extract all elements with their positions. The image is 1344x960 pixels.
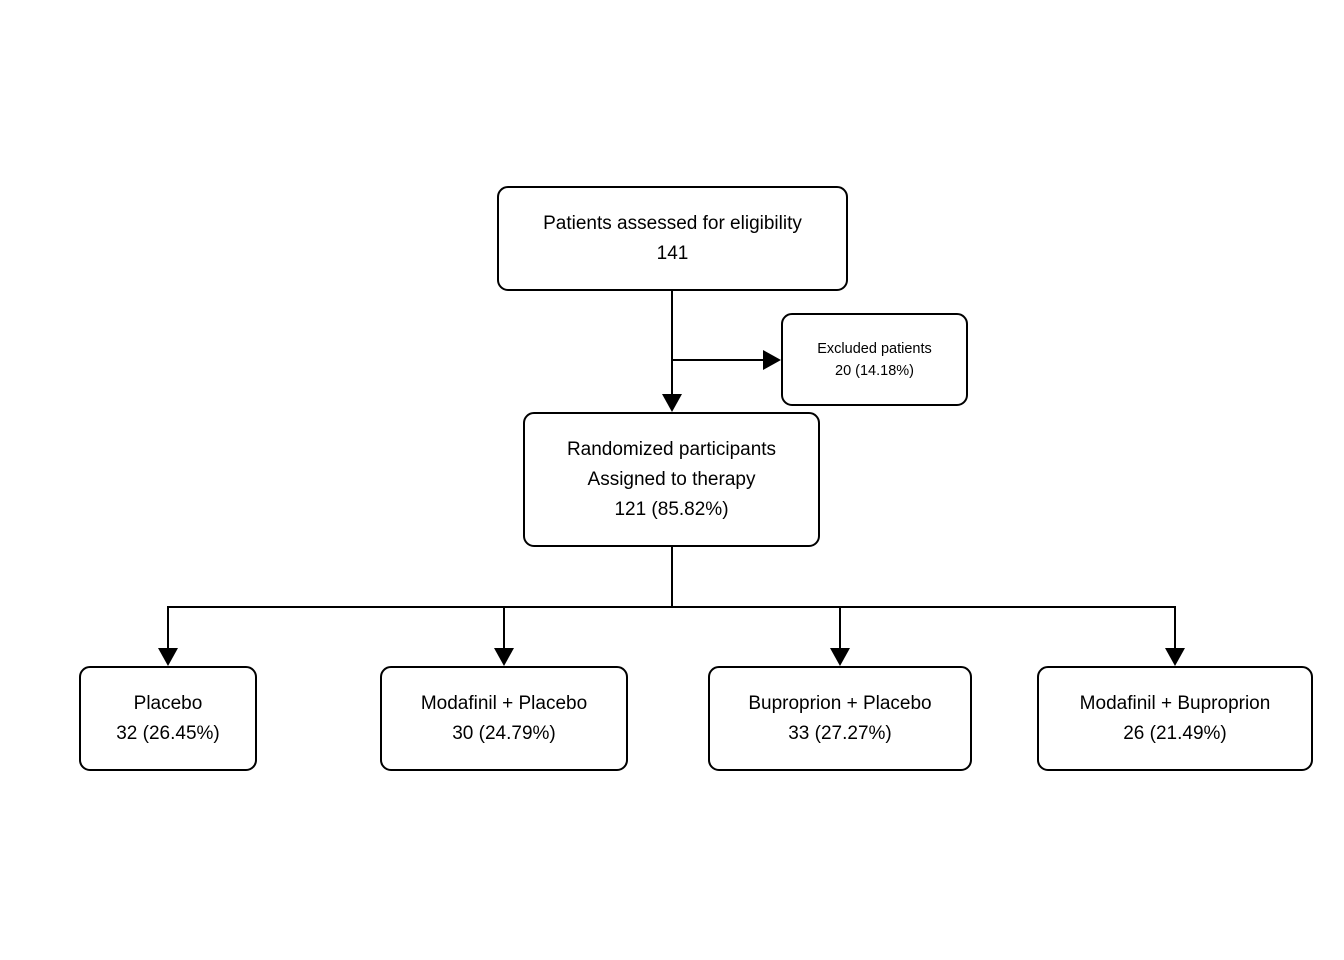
node-excluded-patients: Excluded patients 20 (14.18%): [781, 313, 968, 406]
node-patients-assessed: Patients assessed for eligibility 141: [497, 186, 848, 291]
node-label: Patients assessed for eligibility: [543, 212, 802, 234]
node-arm-placebo: Placebo 32 (26.45%): [79, 666, 257, 771]
node-count: 26 (21.49%): [1123, 722, 1227, 744]
node-arm-modafinil-placebo: Modafinil + Placebo 30 (24.79%): [380, 666, 628, 771]
node-count: 20 (14.18%): [835, 362, 914, 379]
arrowhead-down-icon: [158, 648, 178, 666]
node-randomized-participants: Randomized participants Assigned to ther…: [523, 412, 820, 547]
arrowhead-down-icon: [830, 648, 850, 666]
node-count: 141: [656, 242, 689, 264]
node-count: 121 (85.82%): [614, 498, 729, 520]
node-sublabel: Assigned to therapy: [587, 468, 756, 490]
node-label: Randomized participants: [566, 438, 777, 460]
node-label: Placebo: [133, 692, 203, 714]
node-count: 30 (24.79%): [452, 722, 556, 744]
node-label: Buproprion + Placebo: [748, 692, 932, 714]
node-arm-buproprion-placebo: Buproprion + Placebo 33 (27.27%): [708, 666, 972, 771]
node-label: Excluded patients: [817, 340, 932, 357]
arrowhead-down-icon: [494, 648, 514, 666]
node-label: Modafinil + Placebo: [420, 692, 588, 714]
node-count: 32 (26.45%): [116, 722, 220, 744]
node-label: Modafinil + Buproprion: [1079, 692, 1271, 714]
arrowhead-right-icon: [763, 350, 781, 370]
arrowhead-down-icon: [1165, 648, 1185, 666]
node-arm-modafinil-buproprion: Modafinil + Buproprion 26 (21.49%): [1037, 666, 1313, 771]
arrowhead-down-icon: [662, 394, 682, 412]
node-count: 33 (27.27%): [788, 722, 892, 744]
